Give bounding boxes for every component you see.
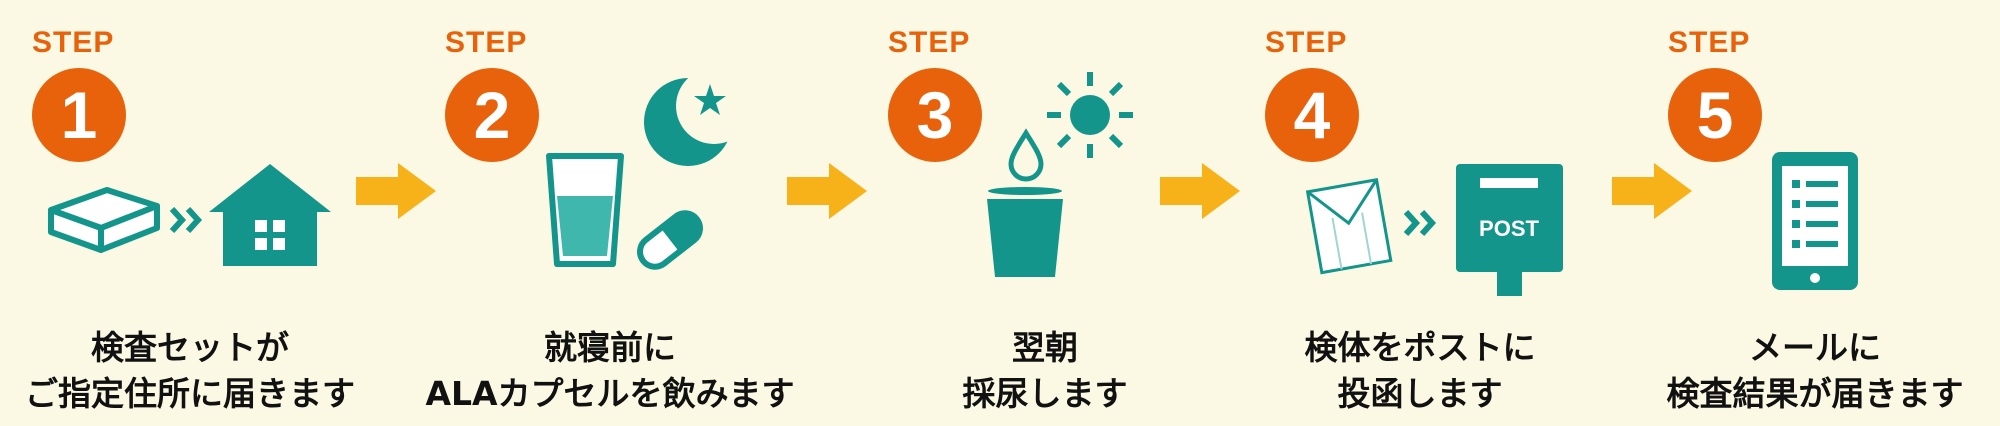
step-1: STEP 1 [32,0,372,426]
sun-icon [1047,72,1133,158]
step-3-caption: 翌朝 採尿します [865,325,1225,417]
caption-line-1: 検体をポストに [1304,328,1536,367]
moon-star-icon [644,68,752,166]
droplet-icon [1008,128,1044,182]
caption-line-1: 翌朝 [1012,328,1078,367]
step-label: STEP [1668,26,1751,59]
step-number-badge: 1 [32,68,126,162]
caption-line-2: 採尿します [962,374,1128,413]
arrow-right-icon [787,163,867,219]
step-4-caption: 検体をポストに 投函します [1235,325,1605,417]
urine-cup-icon [987,187,1063,277]
step-4: STEP 4 [1265,0,1605,426]
caption-line-2: ご指定住所に届きます [25,374,355,413]
step-number-badge: 4 [1265,68,1359,162]
step-number-badge: 5 [1668,68,1762,162]
step-label: STEP [1265,26,1348,59]
house-icon [209,164,331,266]
postbox-label: POST [1479,216,1539,241]
arrow-right-icon [1612,163,1692,219]
caption-line-2: ALAカプセルを飲みます [425,374,795,413]
smartphone-icon [1772,152,1858,290]
double-chevron-icon [1403,209,1437,237]
step-5-caption: メールに 検査結果が届きます [1640,325,1990,417]
step-3: STEP 3 [888,0,1228,426]
step-1-caption: 検査セットが ご指定住所に届きます [0,325,380,417]
arrow-right-icon [1160,163,1240,219]
step-5: STEP 5 [1668,0,1988,426]
package-icon [48,187,160,253]
caption-line-1: メールに [1749,328,1881,367]
step-2-caption: 就寝前に ALAカプセルを飲みます [395,325,825,417]
water-glass-icon [546,153,624,267]
step-2: STEP 2 [445,0,785,426]
caption-line-1: 検査セットが [91,328,289,367]
step-label: STEP [445,26,528,59]
step-number-badge: 3 [888,68,982,162]
envelope-icon [1305,177,1393,275]
postbox-icon: POST [1456,164,1563,296]
step-label: STEP [888,26,971,59]
caption-line-2: 検査結果が届きます [1666,374,1964,413]
caption-line-2: 投函します [1337,374,1503,413]
caption-line-1: 就寝前に [544,328,676,367]
double-chevron-icon [169,206,203,234]
step-number-badge: 2 [445,68,539,162]
capsule-icon [637,210,703,270]
arrow-right-icon [356,163,436,219]
step-label: STEP [32,26,115,59]
